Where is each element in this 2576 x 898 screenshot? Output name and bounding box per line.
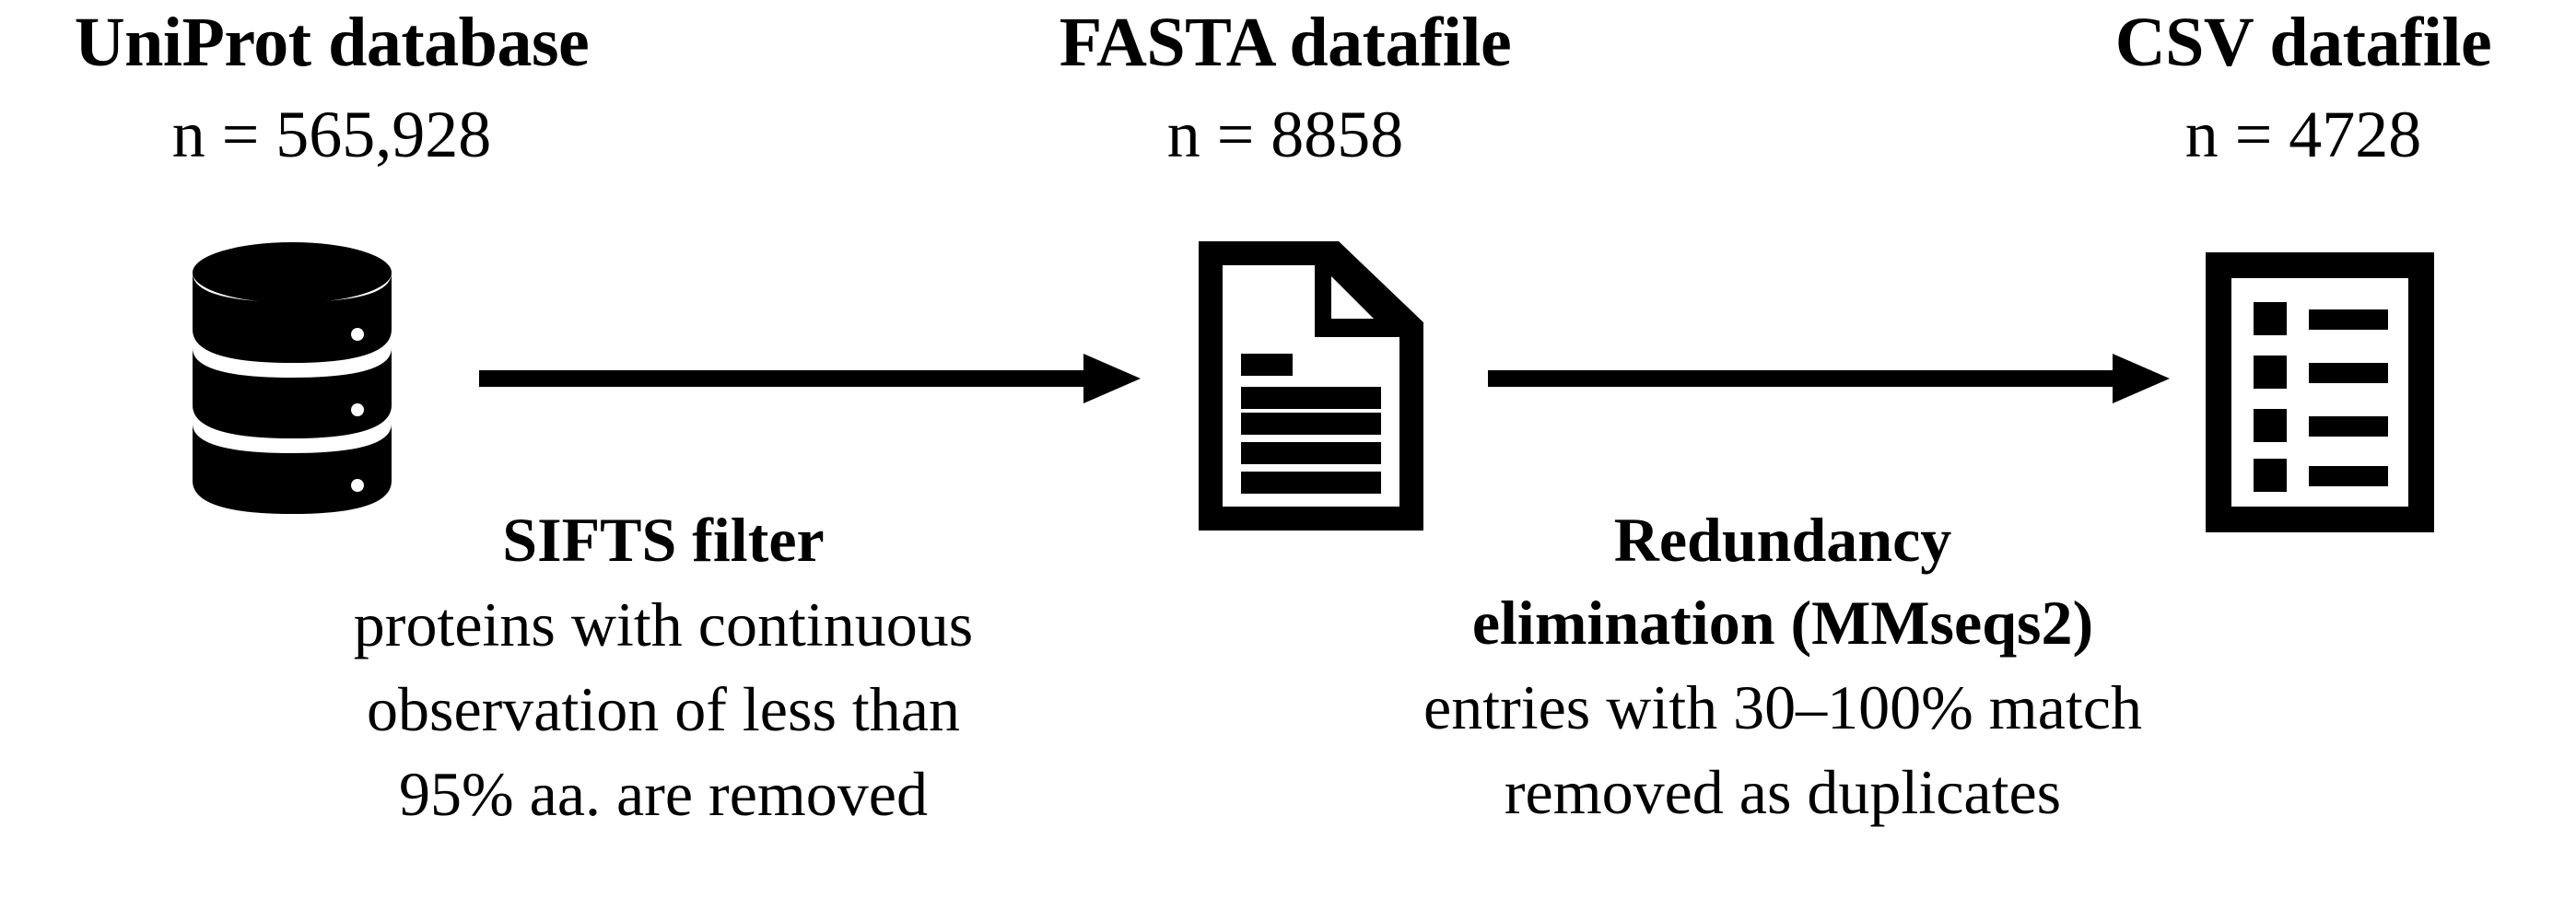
arrow-right-icon-sifts <box>479 352 1141 407</box>
arrow-right-icon-redundancy <box>1488 352 2170 407</box>
transition-desc-sifts-line-0: proteins with continuous <box>353 589 974 659</box>
stage-title-csv: CSV datafile <box>2114 4 2492 81</box>
list-table-icon <box>2202 249 2438 536</box>
stage-heading-fasta: FASTA datafile n = 8858 <box>1000 7 1571 168</box>
stage-heading-uniprot: UniProt database n = 565,928 <box>0 7 663 168</box>
stage-count-uniprot: n = 565,928 <box>171 98 492 171</box>
document-file-icon <box>1193 238 1429 534</box>
transition-desc-redundancy-line-0: entries with 30–100% match <box>1423 672 2142 742</box>
transition-title-sifts-line-0: SIFTS filter <box>502 505 825 575</box>
stage-title-uniprot: UniProt database <box>74 4 590 81</box>
transition-title-redundancy-line-0: Redundancy <box>1613 505 1952 575</box>
stage-heading-csv: CSV datafile n = 4728 <box>2032 7 2575 168</box>
transition-title-redundancy-line-1: elimination (MMseqs2) <box>1471 588 2094 658</box>
transition-caption-sifts: SIFTS filter proteins with continuous ob… <box>304 508 1023 825</box>
transition-desc-sifts-line-2: 95% aa. are removed <box>399 759 928 829</box>
transition-desc-redundancy-line-1: removed as duplicates <box>1504 757 2062 827</box>
stage-count-csv: n = 4728 <box>2184 98 2422 171</box>
stage-count-fasta: n = 8858 <box>1166 98 1404 171</box>
database-cylinder-icon <box>189 239 395 516</box>
stage-title-fasta: FASTA datafile <box>1059 4 1512 81</box>
transition-caption-redundancy: Redundancy elimination (MMseqs2) entries… <box>1317 508 2248 823</box>
transition-desc-sifts-line-1: observation of less than <box>367 674 960 744</box>
